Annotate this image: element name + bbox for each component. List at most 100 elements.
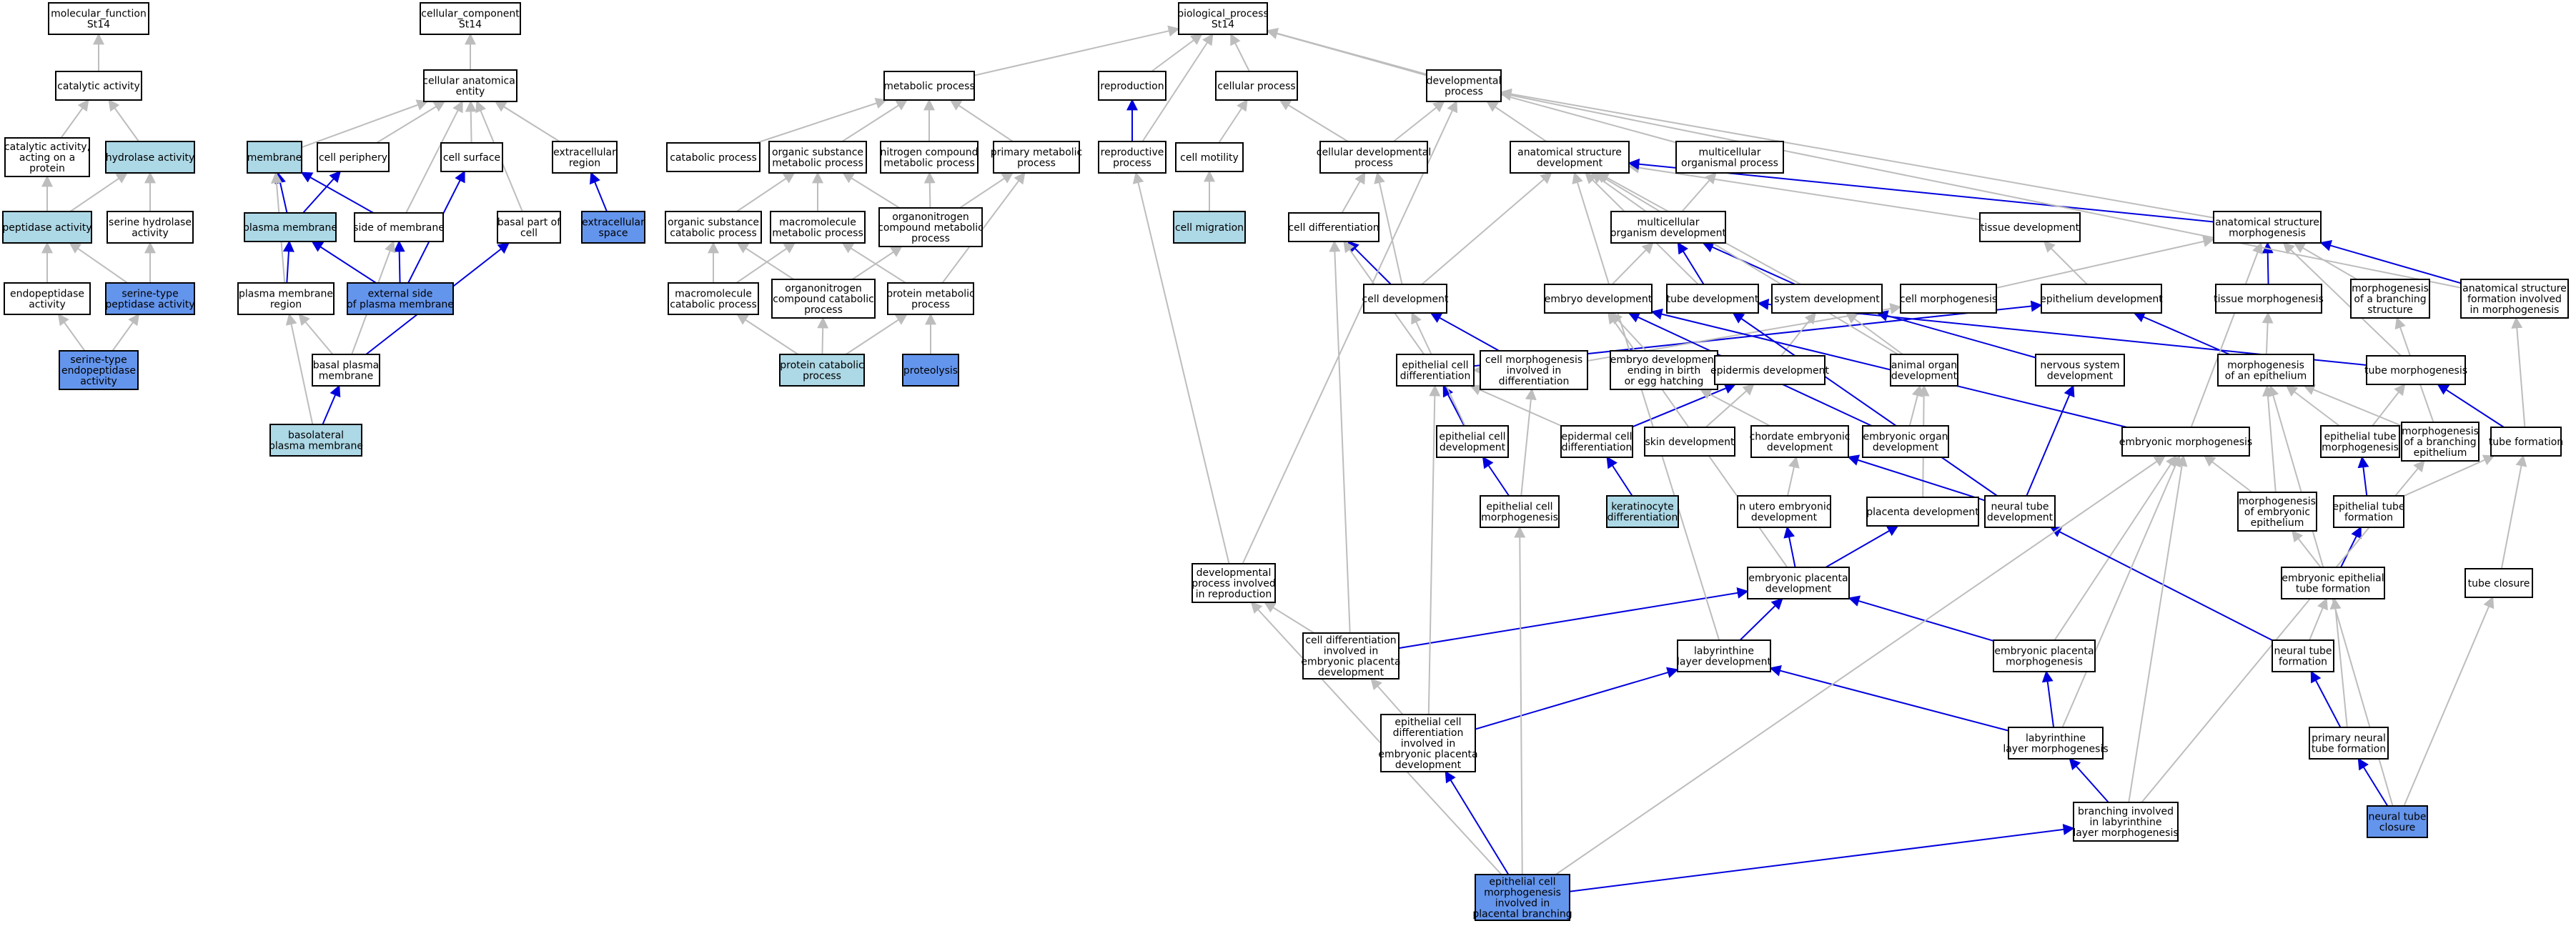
go-node-box: [2213, 211, 2322, 244]
go-node-metab[interactable]: metabolic process: [883, 71, 975, 101]
go-node-embdev[interactable]: embryo development: [1544, 284, 1653, 314]
go-node-placdev[interactable]: placenta development: [1866, 497, 1979, 527]
go-node-cellmorph[interactable]: cell morphogenesis: [1900, 284, 1997, 314]
go-node-cellper[interactable]: cell periphery: [317, 142, 390, 172]
go-node-tubeclos[interactable]: tube closure: [2464, 568, 2533, 598]
go-node-memb[interactable]: membrane: [247, 141, 302, 174]
go-node-cellsurf[interactable]: cell surface: [440, 142, 503, 172]
go-node-cellmig[interactable]: cell migration: [1173, 211, 1246, 244]
go-node-celldev[interactable]: cell development: [1362, 284, 1449, 314]
go-node-tubemorph[interactable]: tube morphogenesis: [2364, 355, 2467, 385]
go-node-label: catalytic activity,: [4, 141, 90, 153]
go-node-cellmot[interactable]: cell motility: [1175, 142, 1244, 172]
go-node-tubeform[interactable]: tube formation: [2489, 427, 2563, 457]
go-node-sysdev[interactable]: system development: [1771, 284, 1883, 314]
go-node-embmorph[interactable]: embryonic morphogenesis: [2119, 427, 2252, 457]
go-node-skindev[interactable]: skin development: [1644, 427, 1735, 457]
go-node-cellproc[interactable]: cellular process: [1215, 71, 1298, 101]
go-node-tissmorph[interactable]: tissue morphogenesis: [2214, 284, 2324, 314]
go-node-plasmem[interactable]: plasma membrane: [243, 212, 337, 242]
go-node-catab[interactable]: catabolic process: [666, 142, 761, 172]
go-node-repro[interactable]: reproduction: [1098, 71, 1166, 101]
go-node-pept[interactable]: peptidase activity: [2, 211, 92, 244]
go-node-tubedev[interactable]: tube development: [1666, 284, 1759, 314]
go-node-hydro[interactable]: hydrolase activity: [105, 141, 195, 174]
go-node-celldiff[interactable]: cell differentiation: [1288, 212, 1379, 242]
go-node-catact[interactable]: catalytic activity: [55, 71, 142, 101]
go-node-epiderm[interactable]: epidermis development: [1710, 355, 1830, 385]
go-node-label: structure: [2367, 304, 2413, 316]
go-node-proteo[interactable]: proteolysis: [902, 354, 959, 387]
go-node-tissdev[interactable]: tissue development: [1979, 212, 2081, 242]
go-node-epidev[interactable]: epithelium development: [2040, 284, 2163, 314]
go-node-sidemem[interactable]: side of membrane: [353, 212, 445, 242]
